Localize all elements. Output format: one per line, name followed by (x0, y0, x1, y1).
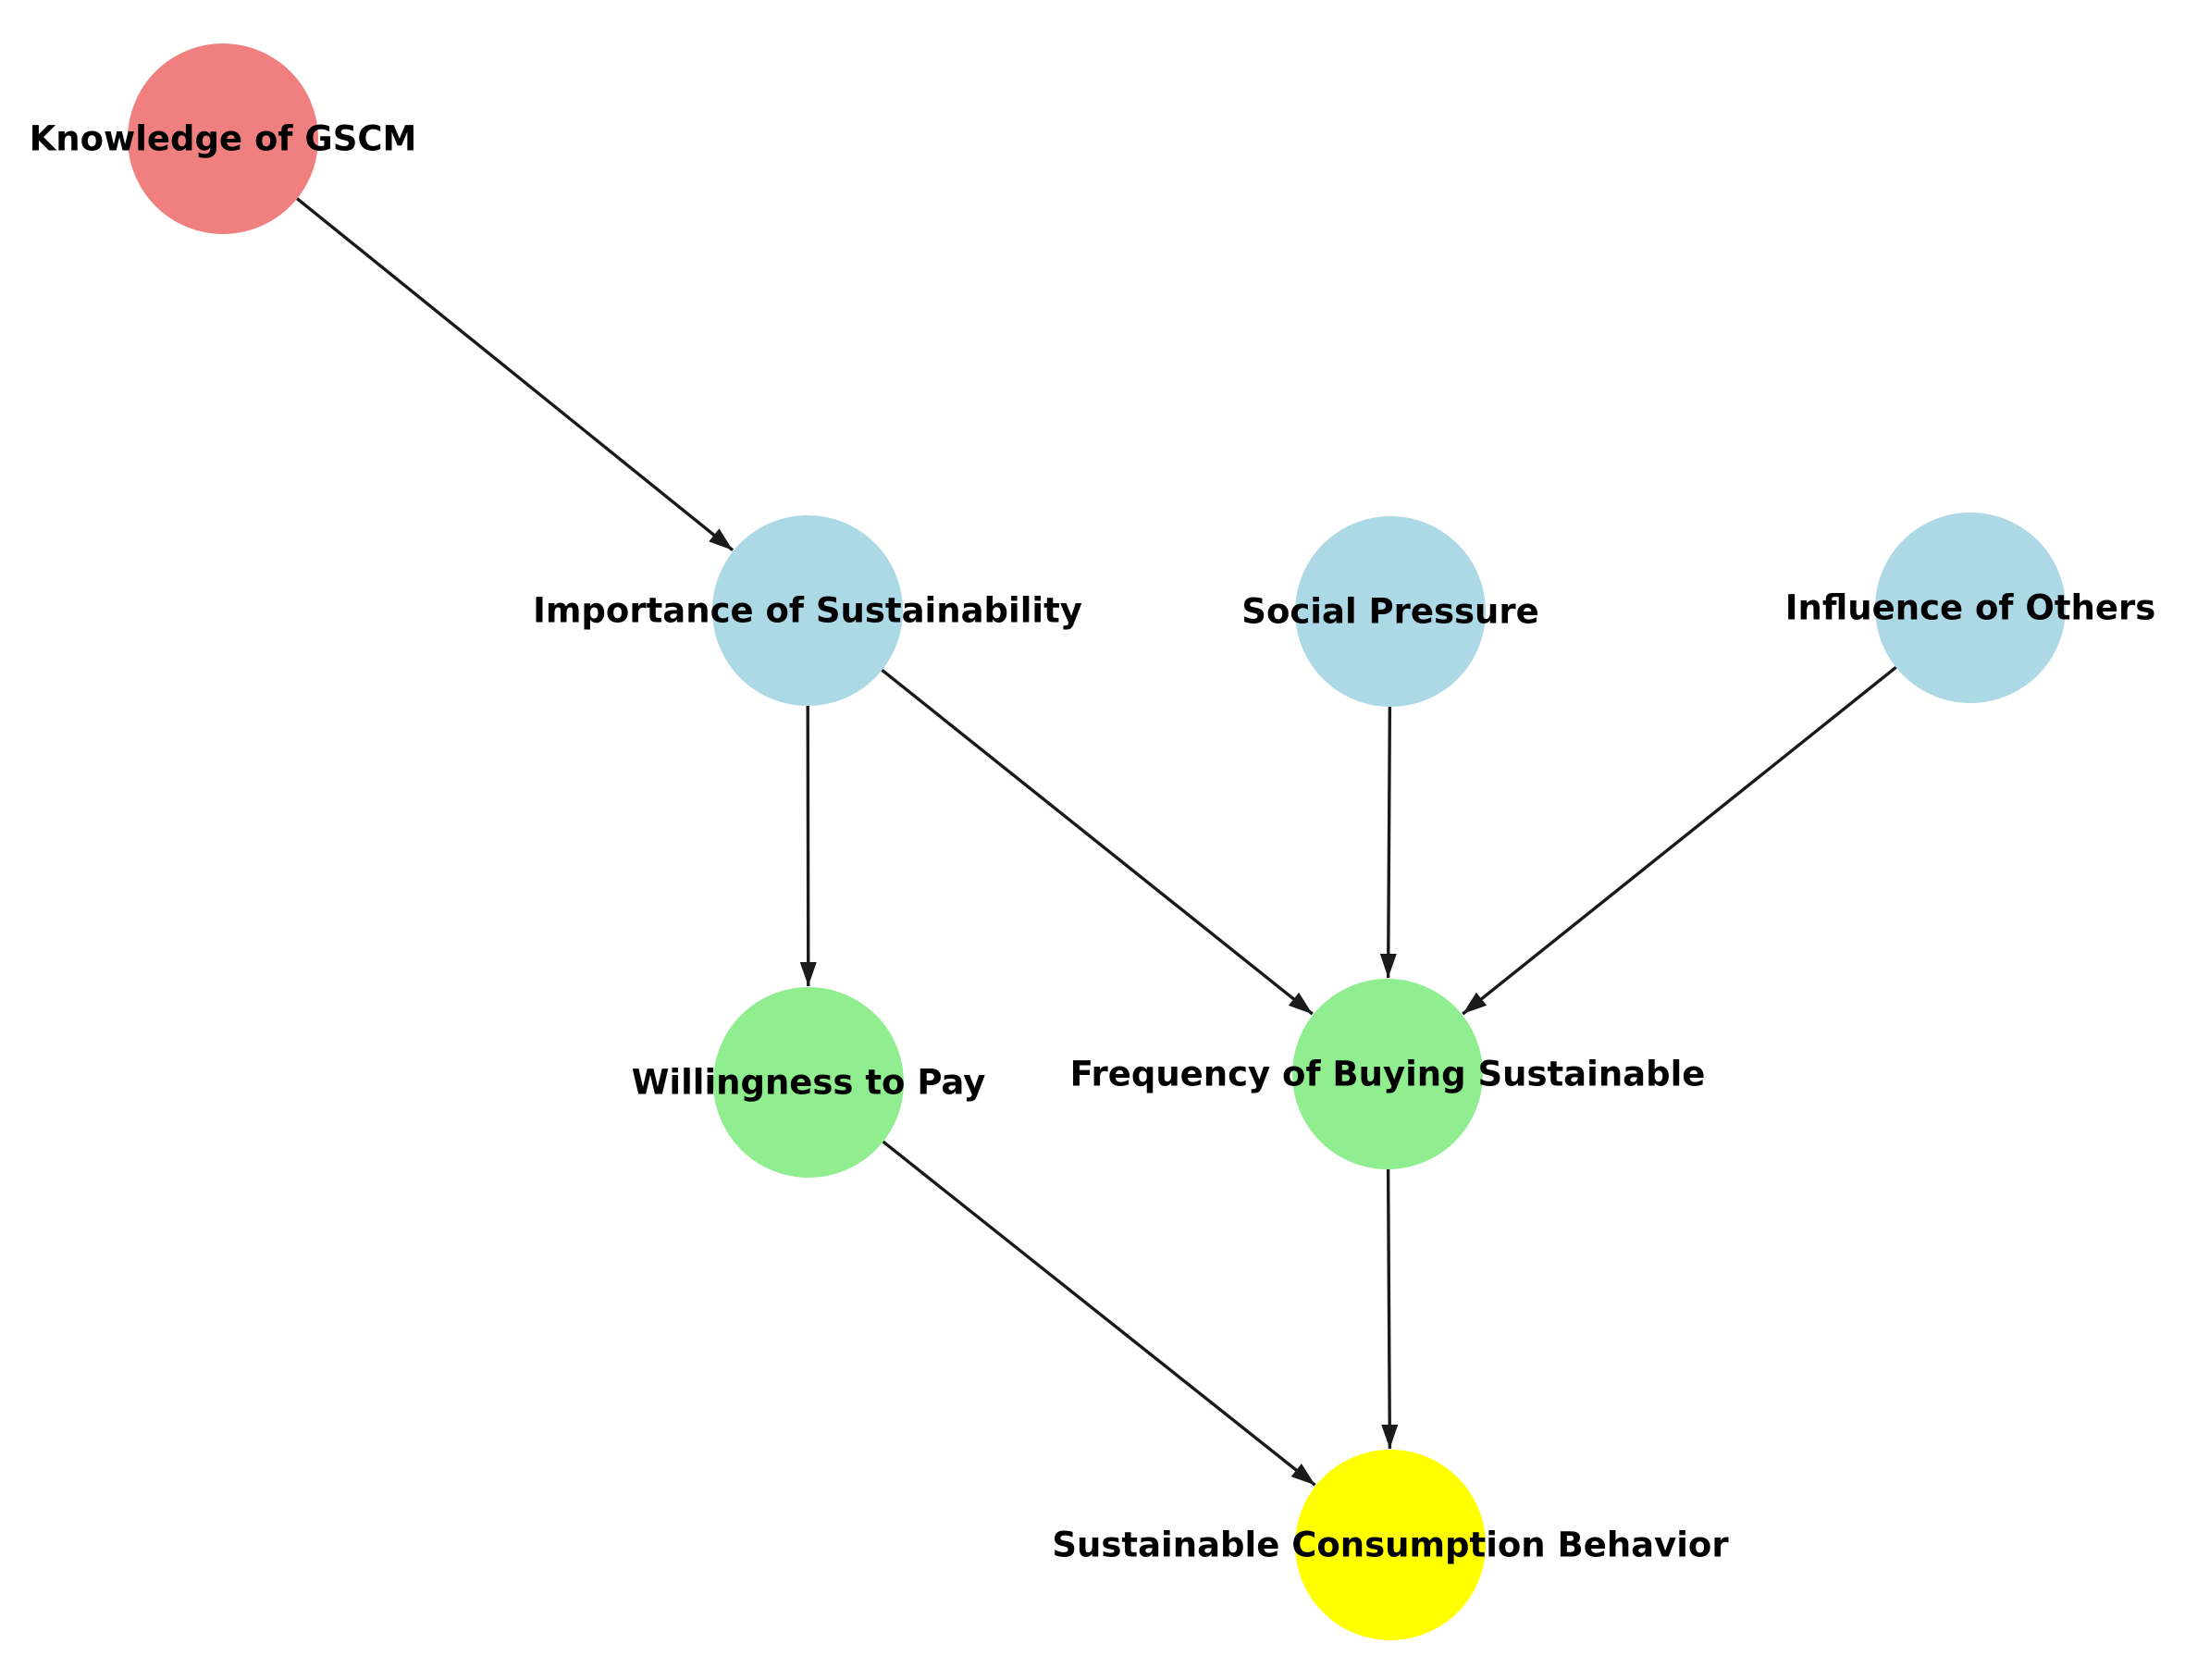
node-label-willingness: Willingness to Pay (632, 1063, 986, 1103)
graph-node-social (1295, 516, 1486, 707)
node-label-frequency: Frequency of Buying Sustainable (1070, 1055, 1706, 1094)
graph-edge-importance-to-willingness (799, 705, 817, 987)
node-label-knowledge: Knowledge of GSCM (30, 119, 417, 159)
graph-edge-social-to-frequency (1379, 706, 1397, 979)
graph-edge-frequency-to-sustainable (1381, 1168, 1399, 1450)
node-label-social: Social Pressure (1241, 592, 1538, 632)
graph-edge-influence-to-frequency (1462, 666, 1897, 1016)
graph-node-importance (712, 515, 903, 706)
nodes-layer (128, 43, 2066, 1640)
graph-edge-importance-to-frequency (881, 668, 1314, 1016)
graph-node-influence (1875, 513, 2066, 703)
graph-node-willingness (713, 987, 904, 1178)
node-label-importance: Importance of Sustainability (533, 591, 1082, 631)
node-label-influence: Influence of Others (1785, 588, 2155, 628)
graph-node-knowledge (128, 43, 318, 234)
graph-edge-willingness-to-sustainable (882, 1140, 1316, 1487)
labels-layer: Knowledge of GSCM Importance of Sustainab… (30, 119, 2156, 1565)
graph-edge-knowledge-to-importance (296, 197, 735, 552)
graph-node-frequency (1292, 979, 1483, 1169)
edges-layer (296, 197, 1897, 1487)
node-label-sustainable: Sustainable Consumption Behavior (1052, 1526, 1729, 1565)
graph-node-sustainable (1295, 1450, 1486, 1640)
